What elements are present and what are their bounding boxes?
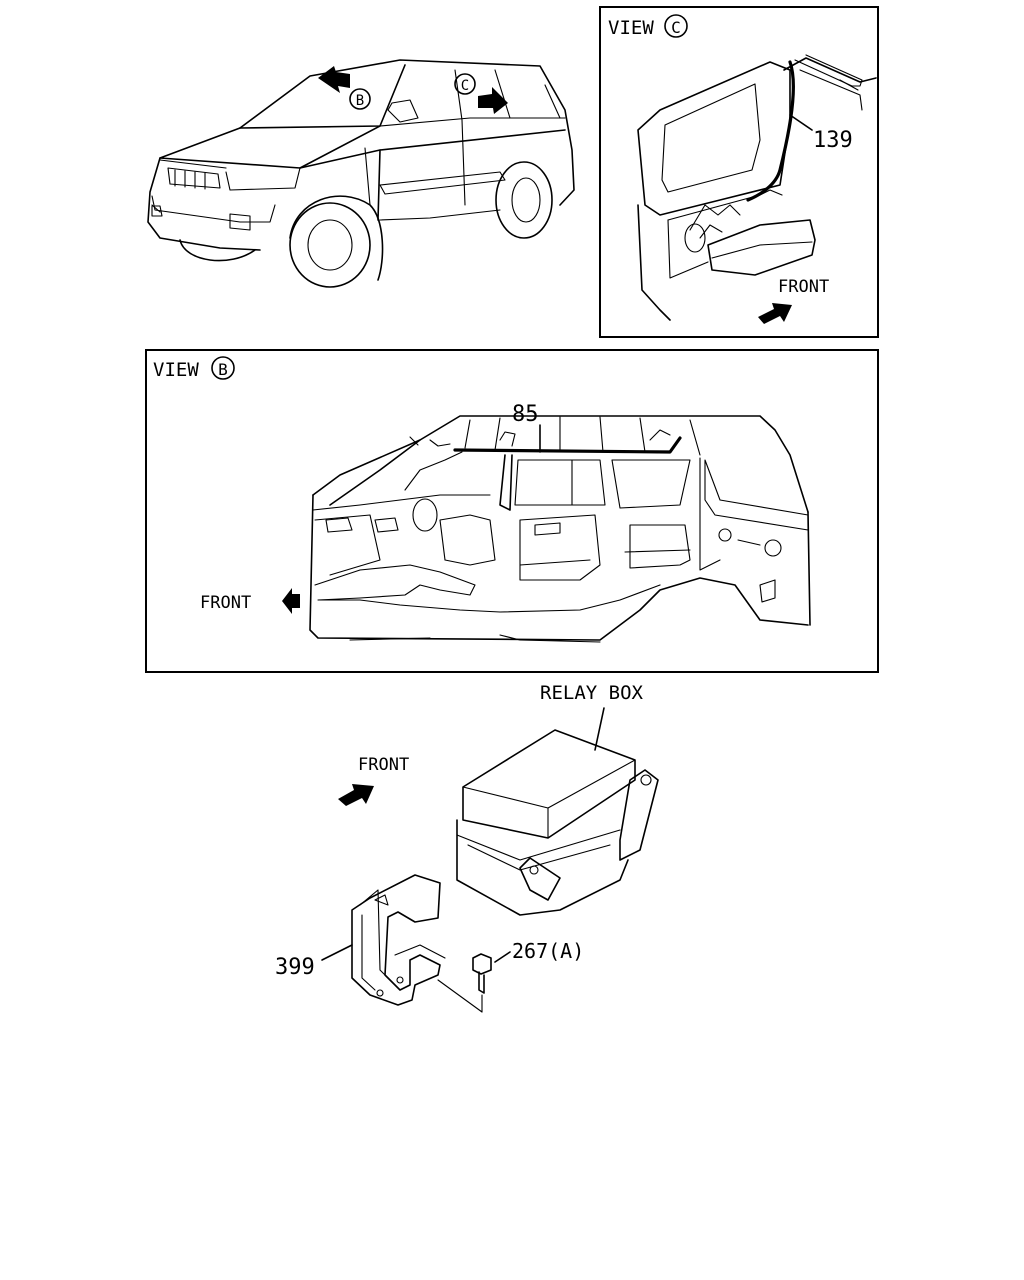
view-b-title: VIEW <box>153 359 199 381</box>
part-139-leader <box>789 114 813 131</box>
part-139-label: 139 <box>813 128 853 153</box>
view-c-marker: C <box>461 78 469 94</box>
part-267a-leader <box>494 951 511 963</box>
view-b-panel: VIEW B <box>145 349 879 673</box>
relay-box-assembly: RELAY BOX FRONT 399 <box>275 682 659 1013</box>
view-c-title: VIEW <box>608 17 654 39</box>
relay-box-label: RELAY BOX <box>540 682 644 704</box>
relay-box-leader <box>594 707 605 751</box>
view-b-front-label: FRONT <box>200 593 251 613</box>
view-c-title-letter: C <box>671 18 681 37</box>
view-b-marker-circle <box>349 88 371 110</box>
relay-front-label: FRONT <box>358 755 409 775</box>
view-c-front-arrow-icon <box>758 303 792 324</box>
part-85-label: 85 <box>512 402 539 427</box>
rear-quarter-panel <box>637 54 877 321</box>
part-267a-label: 267(A) <box>512 939 584 963</box>
cabin-interior <box>309 415 811 643</box>
view-c-title-circle <box>664 14 688 38</box>
view-b-title-circle <box>211 356 235 380</box>
view-c-panel: VIEW C 139 FRONT <box>599 6 879 338</box>
relay-front-arrow-icon <box>338 784 374 806</box>
part-399-leader <box>321 944 353 961</box>
bracket-399 <box>351 874 446 1006</box>
view-c-pointer-arrow-icon <box>478 87 508 114</box>
view-b-title-letter: B <box>218 360 228 379</box>
view-c-frame <box>599 6 879 338</box>
vehicle-overview: B C <box>147 59 575 288</box>
view-b-frame <box>145 349 879 673</box>
view-c-marker-circle <box>454 73 476 95</box>
view-b-front-arrow-icon <box>282 588 300 614</box>
part-399-label: 399 <box>275 955 315 980</box>
vehicle-body <box>147 59 575 288</box>
relay-box <box>456 729 659 916</box>
view-b-marker: B <box>356 93 364 109</box>
view-c-front-label: FRONT <box>778 277 829 297</box>
view-b-pointer-arrow-icon <box>318 66 350 93</box>
bolt-267a <box>437 953 492 1013</box>
